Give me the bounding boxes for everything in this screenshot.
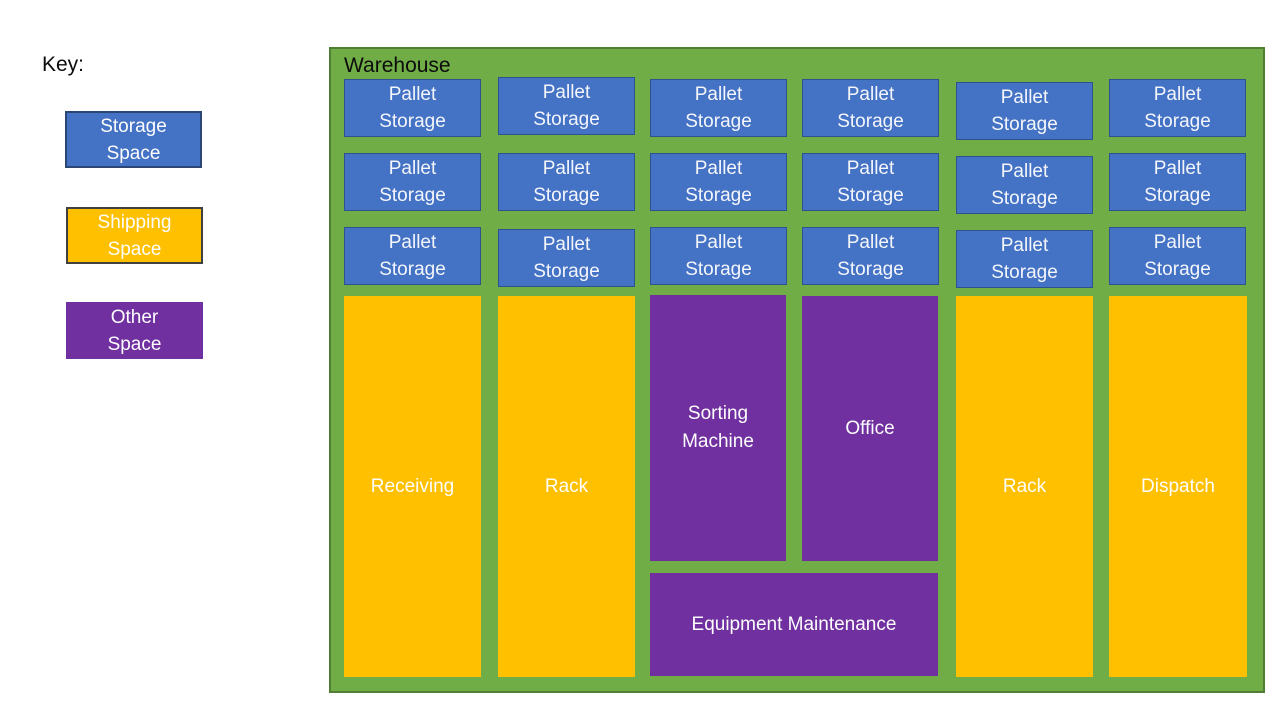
pallet-storage-label: Pallet Storage	[837, 158, 904, 206]
pallet-storage-box: Pallet Storage	[802, 227, 939, 285]
pallet-storage-label: Pallet Storage	[837, 232, 904, 280]
pallet-storage-box: Pallet Storage	[344, 227, 481, 285]
pallet-storage-box: Pallet Storage	[1109, 153, 1246, 211]
zone-label: Sorting Machine	[682, 403, 754, 452]
pallet-storage-label: Pallet Storage	[533, 234, 600, 282]
pallet-storage-box: Pallet Storage	[956, 156, 1093, 214]
pallet-storage-box: Pallet Storage	[498, 153, 635, 211]
pallet-storage-label: Pallet Storage	[685, 84, 752, 132]
pallet-storage-label: Pallet Storage	[533, 82, 600, 130]
zone-sorting-machine: Sorting Machine	[650, 295, 786, 561]
pallet-storage-box: Pallet Storage	[498, 77, 635, 135]
pallet-storage-label: Pallet Storage	[1144, 158, 1211, 206]
zone-label: Receiving	[370, 475, 455, 497]
pallet-storage-label: Pallet Storage	[991, 235, 1058, 283]
zone-label: Dispatch	[1141, 475, 1215, 497]
pallet-storage-label: Pallet Storage	[991, 161, 1058, 209]
zone-equipment-maintenance: Equipment Maintenance	[650, 573, 938, 676]
zone-label: Equipment Maintenance	[691, 613, 897, 635]
pallet-storage-box: Pallet Storage	[1109, 227, 1246, 285]
pallet-storage-box: Pallet Storage	[498, 229, 635, 287]
zone-rack-left: Rack	[498, 296, 635, 677]
zone-rack-right: Rack	[956, 296, 1093, 677]
pallet-storage-box: Pallet Storage	[344, 79, 481, 137]
pallet-storage-box: Pallet Storage	[956, 82, 1093, 140]
pallet-storage-box: Pallet Storage	[650, 79, 787, 137]
pallet-storage-box: Pallet Storage	[956, 230, 1093, 288]
legend-item-shipping-space: Shipping Space	[66, 207, 203, 264]
zone-dispatch: Dispatch	[1109, 296, 1247, 677]
zone-office: Office	[802, 296, 938, 561]
warehouse-area: Warehouse Pallet Storage Pallet Storage …	[329, 47, 1265, 693]
legend-label: Shipping Space	[97, 211, 172, 260]
zone-label: Rack	[1002, 475, 1047, 497]
zone-receiving: Receiving	[344, 296, 481, 677]
legend-item-storage-space: Storage Space	[65, 111, 202, 168]
pallet-storage-label: Pallet Storage	[837, 84, 904, 132]
pallet-storage-box: Pallet Storage	[344, 153, 481, 211]
pallet-storage-box: Pallet Storage	[650, 227, 787, 285]
pallet-storage-label: Pallet Storage	[379, 84, 446, 132]
pallet-storage-label: Pallet Storage	[379, 158, 446, 206]
pallet-storage-box: Pallet Storage	[802, 153, 939, 211]
pallet-storage-label: Pallet Storage	[1144, 84, 1211, 132]
pallet-storage-label: Pallet Storage	[533, 158, 600, 206]
pallet-storage-label: Pallet Storage	[1144, 232, 1211, 280]
pallet-storage-label: Pallet Storage	[685, 158, 752, 206]
pallet-storage-box: Pallet Storage	[802, 79, 939, 137]
legend-label: Storage Space	[100, 115, 167, 164]
warehouse-title: Warehouse	[344, 54, 451, 77]
pallet-storage-label: Pallet Storage	[379, 232, 446, 280]
key-title: Key:	[42, 53, 85, 76]
pallet-storage-label: Pallet Storage	[685, 232, 752, 280]
legend-item-other-space: Other Space	[66, 302, 203, 359]
zone-label: Office	[845, 417, 895, 439]
pallet-storage-box: Pallet Storage	[1109, 79, 1246, 137]
pallet-storage-label: Pallet Storage	[991, 87, 1058, 135]
zone-label: Rack	[544, 475, 589, 497]
pallet-storage-box: Pallet Storage	[650, 153, 787, 211]
legend-label: Other Space	[107, 306, 162, 355]
